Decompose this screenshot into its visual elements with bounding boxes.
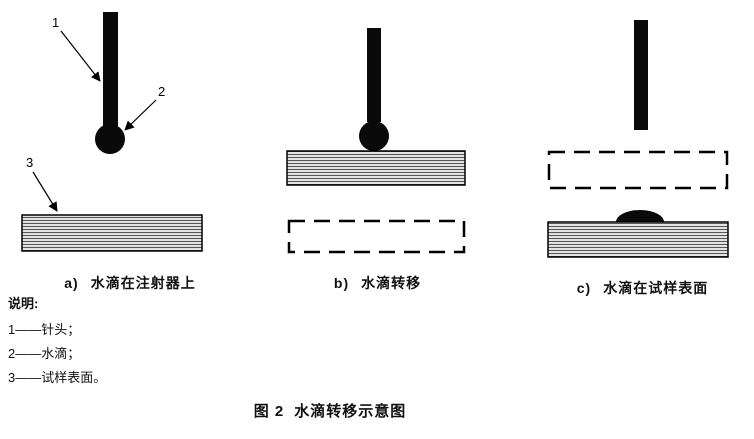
panel-a-caption-label: a) xyxy=(64,275,79,291)
sample-outline-c xyxy=(547,150,729,190)
callout-1-label: 1 xyxy=(52,15,59,30)
panel-c-caption-title: 水滴在试样表面 xyxy=(603,280,709,296)
droplet-b xyxy=(359,121,389,151)
figure-caption-title: 水滴转移示意图 xyxy=(294,403,407,420)
legend-heading: 说明: xyxy=(8,296,39,311)
sample-outline-b xyxy=(287,219,466,254)
callout-3-arrow xyxy=(32,171,58,212)
sample-surface-c xyxy=(547,221,729,258)
legend: 说明: 1——针头； 2——水滴； 3——试样表面。 xyxy=(8,292,106,390)
needle-b xyxy=(367,28,381,122)
callout-1-arrow xyxy=(60,30,101,82)
callout-2-arrow xyxy=(124,99,157,131)
droplet-transfer-diagram: 1 2 3 xyxy=(21,12,729,258)
legend-item-surface: 3——试样表面。 xyxy=(8,370,107,385)
panel-b xyxy=(286,28,466,254)
panel-c-caption-label: c) xyxy=(576,280,592,296)
figure-caption: 图 2 水滴转移示意图 xyxy=(0,400,660,421)
panel-b-caption-title: 水滴转移 xyxy=(361,275,422,291)
needle-c xyxy=(634,20,648,130)
figure-caption-number: 图 2 xyxy=(253,403,285,420)
panel-a-caption: a) 水滴在注射器上 xyxy=(30,273,230,293)
sample-surface-b xyxy=(286,150,466,186)
panel-c xyxy=(547,20,729,258)
panel-a-caption-title: 水滴在注射器上 xyxy=(90,275,196,291)
callout-2-label: 2 xyxy=(158,84,165,99)
droplet-a xyxy=(95,124,125,154)
panel-b-caption: b) 水滴转移 xyxy=(290,273,465,293)
legend-item-droplet: 2——水滴； xyxy=(8,346,81,361)
droplet-c xyxy=(616,210,664,222)
panel-a: 1 2 3 xyxy=(21,12,203,252)
panel-b-caption-label: b) xyxy=(333,275,350,291)
callout-3-label: 3 xyxy=(26,155,33,170)
panel-c-caption: c) 水滴在试样表面 xyxy=(545,278,740,298)
needle-a xyxy=(103,12,118,126)
legend-item-needle: 1——针头； xyxy=(8,322,81,337)
sample-surface-a xyxy=(21,214,203,252)
